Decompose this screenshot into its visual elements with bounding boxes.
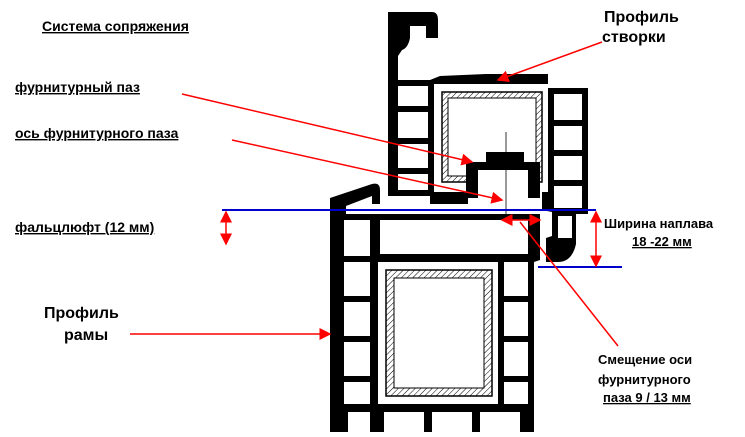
frame-chamber — [344, 342, 370, 376]
frame-profile — [330, 183, 540, 432]
frame-chamber — [380, 220, 528, 254]
diagram-title: Система сопряжения — [42, 18, 189, 34]
axis-offset-label-line2: фурнитурного — [598, 372, 691, 387]
rebate-clearance-label: фальцлюфт (12 мм) — [15, 219, 154, 235]
sash-chamber — [558, 216, 572, 238]
sash-chamber — [554, 94, 582, 120]
frame-chamber — [504, 342, 528, 376]
frame-profile-label-line1: Профиль — [44, 305, 119, 322]
sash-profile-label-line2: створки — [602, 29, 666, 46]
frame-reinforcement-inner — [393, 277, 485, 389]
frame-foot-gap — [480, 412, 520, 432]
overlap-width-label-line2: 18 -22 мм — [632, 234, 692, 249]
sash-lip-gap — [414, 30, 422, 50]
frame-chamber — [344, 220, 370, 256]
frame-chamber — [344, 302, 370, 336]
frame-chamber — [344, 262, 370, 296]
groove-axis-pointer — [231, 139, 504, 204]
sash-profile-pointer — [496, 41, 603, 83]
overlap-width-label-line1: Ширина наплава — [604, 216, 714, 231]
hardware-groove-shape — [466, 152, 540, 198]
sash-profile — [388, 12, 588, 262]
frame-chamber — [504, 382, 528, 404]
sash-profile-label-line1: Профиль — [604, 9, 679, 26]
frame-chamber — [344, 382, 370, 404]
frame-chamber — [504, 262, 528, 296]
frame-chamber — [504, 302, 528, 336]
frame-foot-gap — [348, 412, 370, 432]
frame-profile-label-line2: рамы — [64, 327, 108, 344]
groove-axis-label: ось фурнитурного паза — [15, 125, 179, 141]
frame-foot-gap — [384, 412, 424, 432]
sash-chamber — [554, 126, 582, 150]
hardware-groove-pointer — [181, 93, 474, 166]
sash-chamber — [554, 156, 582, 180]
hardware-groove-label: фурнитурный паз — [15, 79, 140, 95]
axis-offset-label-line3: паза 9 / 13 мм — [603, 390, 691, 405]
sash-chamber — [398, 86, 428, 106]
axis-offset-label-line1: Смещение оси — [598, 352, 692, 367]
axis-offset-pointer — [519, 221, 619, 347]
frame-foot-gap — [432, 412, 472, 432]
sash-chamber — [398, 112, 428, 138]
hardware-groove-slot — [478, 170, 528, 198]
sash-chamber — [554, 186, 582, 208]
